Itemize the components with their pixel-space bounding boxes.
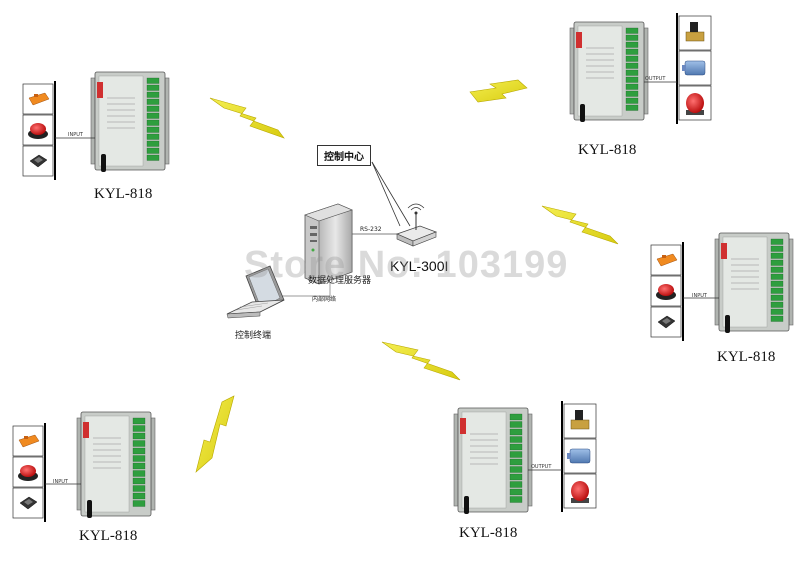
- port-label: INPUT: [692, 293, 707, 299]
- io-module-board: [714, 232, 794, 333]
- switch-icon: [650, 244, 682, 276]
- module-label: KYL-818: [578, 142, 637, 158]
- laptop-icon: [226, 265, 285, 319]
- lan-cable: [282, 282, 331, 297]
- motor-icon: [563, 438, 597, 474]
- motor-icon: [678, 50, 712, 86]
- module-label: KYL-818: [717, 349, 776, 365]
- rocker-switch-icon: [650, 306, 682, 338]
- wireless-link-icon: [541, 205, 619, 245]
- rs232-label: RS-232: [360, 226, 382, 233]
- io-module-board: [453, 407, 533, 514]
- io-module-board: [76, 411, 156, 518]
- router-model-label: KYL-300I: [390, 258, 449, 274]
- store-watermark: Store No: 103199: [244, 244, 569, 286]
- solenoid-valve-icon: [678, 15, 712, 51]
- port-label: INPUT: [53, 479, 68, 485]
- switch-icon: [22, 83, 54, 115]
- rocker-switch-icon: [22, 145, 54, 177]
- alarm-light-icon: [563, 473, 597, 509]
- io-module-board: [90, 71, 170, 172]
- solenoid-valve-icon: [563, 403, 597, 439]
- lan-label: 内部网络: [312, 296, 337, 303]
- alarm-light-icon: [678, 85, 712, 121]
- rocker-switch-icon: [12, 487, 44, 519]
- port-label: INPUT: [68, 132, 83, 138]
- router-icon: [395, 203, 438, 247]
- push-button-icon: [12, 456, 44, 488]
- wireless-link-icon: [195, 395, 235, 473]
- wireless-link-icon: [469, 79, 528, 103]
- port-label: OUTPUT: [531, 464, 552, 470]
- module-label: KYL-818: [94, 186, 153, 202]
- wireless-link-icon: [381, 341, 461, 381]
- io-module-board: [569, 21, 649, 122]
- wireless-link-icon: [209, 97, 285, 139]
- port-label: OUTPUT: [645, 76, 666, 82]
- push-button-icon: [650, 275, 682, 307]
- module-label: KYL-818: [79, 528, 138, 544]
- control-center-callout: 控制中心: [317, 145, 371, 166]
- switch-icon: [12, 425, 44, 457]
- callout-leader: [371, 161, 411, 227]
- server-icon: [304, 203, 353, 285]
- module-label: KYL-818: [459, 525, 518, 541]
- push-button-icon: [22, 114, 54, 146]
- terminal-label: 控制终端: [235, 331, 272, 341]
- callout-leader: [371, 161, 401, 227]
- server-label: 数据处理服务器: [308, 276, 372, 286]
